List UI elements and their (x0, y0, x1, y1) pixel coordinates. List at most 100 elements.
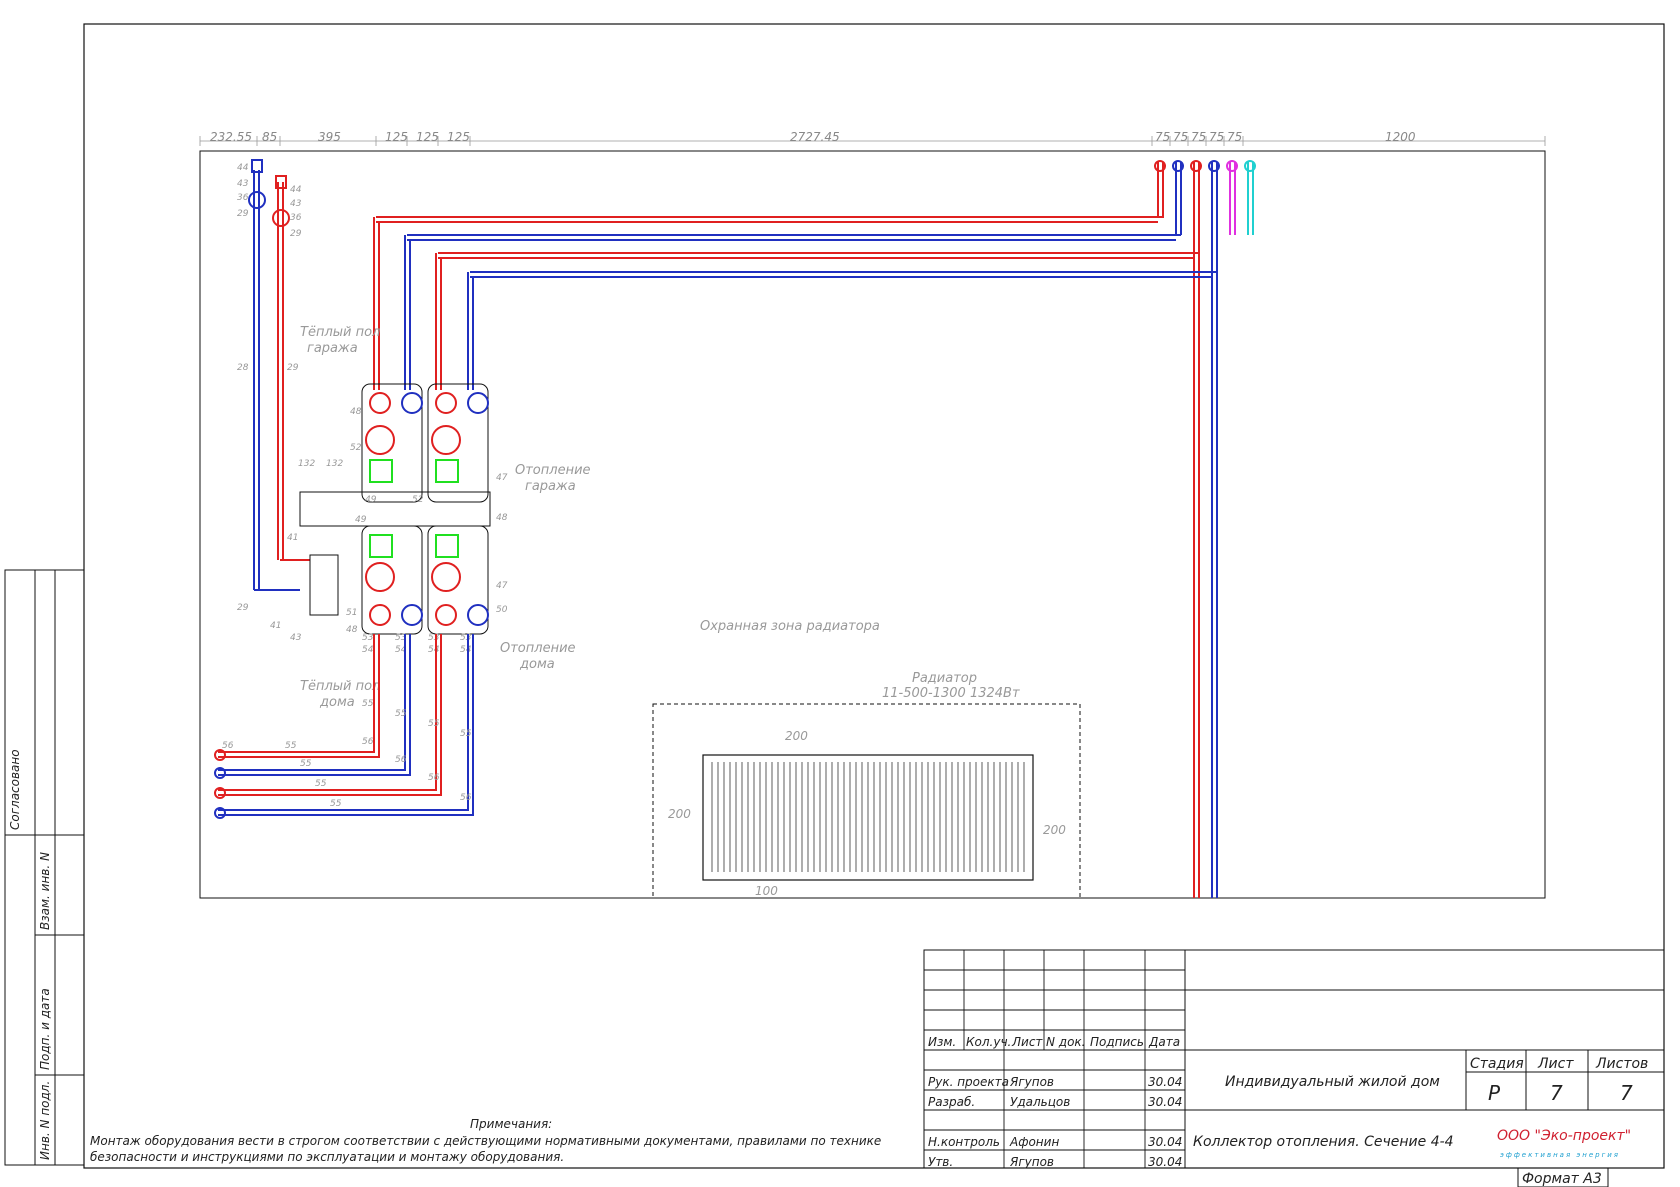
svg-text:29: 29 (237, 209, 249, 219)
label-heating-garage-2: гаража (525, 479, 576, 494)
sheet-value: 7 (1550, 1081, 1563, 1105)
dim-11: 75 (1209, 130, 1224, 144)
svg-text:48: 48 (496, 513, 508, 523)
svg-text:Ягупов: Ягупов (1009, 1155, 1054, 1169)
svg-text:52: 52 (350, 443, 362, 453)
label-heating-garage-1: Отопление (515, 463, 591, 478)
format-label: Формат А3 (1522, 1171, 1602, 1187)
dim-4: 125 (385, 130, 408, 144)
svg-text:55: 55 (362, 699, 374, 709)
company-tagline: эффективная энергия (1500, 1151, 1620, 1159)
outgoing-part-numbers: 56 55 56 55 56 55 56 55 56 55 55 55 55 (222, 699, 472, 809)
svg-text:43: 43 (290, 633, 302, 643)
svg-text:43: 43 (290, 199, 302, 209)
dim-8: 75 (1155, 130, 1170, 144)
sheets-value: 7 (1620, 1081, 1633, 1105)
svg-text:53: 53 (395, 633, 407, 643)
svg-text:Афонин: Афонин (1009, 1135, 1059, 1149)
svg-text:N док.: N док. (1046, 1035, 1086, 1049)
svg-text:56: 56 (222, 741, 234, 751)
svg-text:Н.контроль: Н.контроль (928, 1135, 1000, 1149)
label-floor-garage-1: Тёплый пол (300, 325, 380, 340)
left-riser-labels: 44 43 36 29 28 29 41 41 29 43 44 43 36 2… (237, 163, 302, 643)
notes-line-2: безопасности и инструкциями по эксплуата… (90, 1150, 564, 1164)
rad-dim-bottom: 100 (755, 884, 778, 898)
company-logo: ООО "Эко-проект" (1497, 1128, 1631, 1144)
main-pipes (373, 216, 1217, 390)
label-floor-house-1: Тёплый пол (300, 679, 380, 694)
svg-text:47: 47 (496, 581, 508, 591)
svg-text:56: 56 (460, 793, 472, 803)
svg-text:29: 29 (287, 363, 299, 373)
riser-group (1154, 160, 1256, 898)
sheet-frame (83, 23, 1665, 1169)
stage-value: Р (1488, 1081, 1501, 1105)
top-dimensions: 232.55 85 395 125 125 125 2727.45 75 75 … (199, 130, 1546, 146)
svg-text:53: 53 (362, 633, 374, 643)
svg-text:Утв.: Утв. (928, 1155, 953, 1169)
radiator-title: Радиатор (912, 671, 977, 686)
svg-text:55: 55 (330, 799, 342, 809)
side-stamp: Согласовано Взам. инв. N Подп. и дата Ин… (4, 569, 85, 1166)
dim-13: 1200 (1385, 130, 1416, 144)
radiator-zone (652, 703, 1081, 899)
svg-text:54: 54 (460, 645, 472, 655)
radiator-model: 11-500-1300 1324Вт (882, 686, 1020, 701)
svg-text:30.04: 30.04 (1148, 1075, 1182, 1089)
outgoing-pipes (214, 634, 474, 819)
svg-text:54: 54 (362, 645, 374, 655)
svg-text:56: 56 (395, 755, 407, 765)
svg-text:132: 132 (298, 459, 315, 469)
svg-text:Разраб.: Разраб. (928, 1095, 975, 1109)
project-name: Индивидуальный жилой дом (1225, 1074, 1440, 1090)
dim-7: 2727.45 (790, 130, 840, 144)
svg-text:55: 55 (300, 759, 312, 769)
svg-text:29: 29 (237, 603, 249, 613)
svg-text:28: 28 (237, 363, 249, 373)
svg-text:Ягупов: Ягупов (1009, 1075, 1054, 1089)
svg-text:41: 41 (287, 533, 298, 543)
svg-text:44: 44 (237, 163, 249, 173)
svg-text:48: 48 (346, 625, 358, 635)
svg-text:52: 52 (412, 495, 424, 505)
pump-modules (299, 383, 491, 635)
stamp-inv-repl: Взам. инв. N (38, 852, 52, 930)
sheet-title: Коллектор отопления. Сечение 4-4 (1193, 1134, 1454, 1150)
radiator-zone-label: Охранная зона радиатора (700, 619, 880, 634)
notes-line-1: Монтаж оборудования вести в строгом соот… (90, 1134, 881, 1148)
notes-title: Примечания: (470, 1117, 552, 1131)
dim-12: 75 (1227, 130, 1242, 144)
svg-text:36: 36 (237, 193, 249, 203)
stamp-inv-orig: Инв. N подл. (38, 1081, 52, 1160)
dim-5: 125 (416, 130, 439, 144)
svg-text:132: 132 (326, 459, 343, 469)
svg-text:Подпись: Подпись (1090, 1035, 1144, 1049)
svg-text:49: 49 (365, 495, 377, 505)
svg-text:30.04: 30.04 (1148, 1095, 1182, 1109)
label-heating-house-1: Отопление (500, 641, 576, 656)
stamp-sign-date: Подп. и дата (38, 988, 52, 1070)
svg-text:55: 55 (315, 779, 327, 789)
svg-text:53: 53 (460, 633, 472, 643)
rad-dim-left: 200 (668, 807, 691, 821)
stamp-agreed: Согласовано (8, 749, 22, 830)
svg-text:36: 36 (290, 213, 302, 223)
svg-text:Листов: Листов (1595, 1056, 1648, 1072)
title-block (923, 949, 1665, 1187)
title-block-text: Изм. Кол.уч. Лист N док. Подпись Дата Ру… (928, 1035, 1648, 1187)
dim-2: 85 (262, 130, 277, 144)
label-floor-garage-2: гаража (307, 341, 358, 356)
svg-text:Рук. проекта: Рук. проекта (928, 1075, 1009, 1089)
dim-6: 125 (447, 130, 470, 144)
svg-text:29: 29 (290, 229, 302, 239)
svg-text:Кол.уч.: Кол.уч. (966, 1035, 1011, 1049)
svg-text:55: 55 (395, 709, 407, 719)
svg-text:44: 44 (290, 185, 302, 195)
svg-text:48: 48 (350, 407, 362, 417)
dim-10: 75 (1191, 130, 1206, 144)
svg-text:Лист: Лист (1537, 1056, 1574, 1072)
svg-text:Стадия: Стадия (1470, 1056, 1524, 1072)
label-floor-house-2: дома (319, 695, 355, 710)
radiator (702, 754, 1034, 881)
